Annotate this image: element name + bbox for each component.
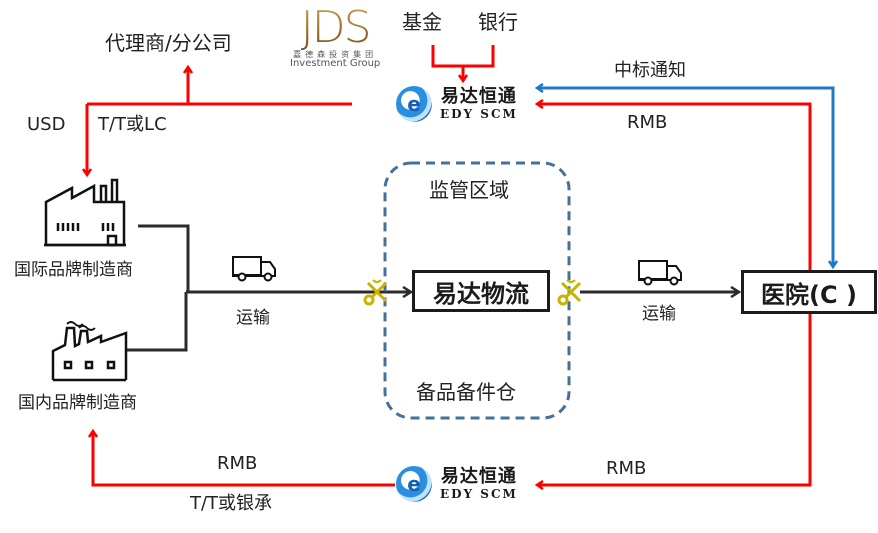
customs-emblem-icon — [363, 279, 388, 306]
warehouse-label: 备品备件仓 — [416, 380, 516, 404]
rmb-top-label: RMB — [627, 112, 668, 133]
intl-goods-line — [138, 224, 190, 292]
rmb-bottom-right-label: RMB — [606, 458, 647, 479]
edy-logo-cn: 易达恒通 — [440, 466, 517, 487]
rmb-top-line — [538, 104, 812, 270]
factory-smoke-icon — [51, 321, 128, 382]
hospital-node: 医院(C ) — [741, 270, 877, 314]
factory-icon — [44, 178, 126, 247]
domestic-manufacturer-label: 国内品牌制造商 — [18, 393, 137, 413]
edy-logo-en: EDY SCM — [440, 487, 518, 501]
agent-label: 代理商/分公司 — [105, 31, 232, 55]
rmb-bottom-right-line — [538, 312, 812, 485]
edy-logistics-node: 易达物流 — [412, 270, 550, 312]
jds-logo: JDS 嘉德森投资集团 Investment Group — [290, 6, 380, 69]
transport-left-label: 运输 — [236, 308, 270, 328]
fund-label: 基金 — [402, 10, 442, 34]
edy-logo-en: EDY SCM — [440, 107, 518, 121]
rmb-bottom-left-line — [93, 432, 395, 487]
edy-logo-bottom: e 易达恒通 EDY SCM — [396, 466, 518, 502]
bonded-zone-title: 监管区域 — [429, 178, 509, 202]
bank-label: 银行 — [478, 10, 518, 34]
intl-manufacturer-label: 国际品牌制造商 — [14, 260, 133, 280]
usd-label: USD — [27, 114, 66, 135]
jds-logo-sub-en: Investment Group — [290, 58, 381, 69]
e-logo-icon: e — [396, 466, 432, 502]
rmb-bottom-left-label: RMB — [217, 453, 258, 474]
e-logo-icon: e — [396, 86, 432, 122]
fund-bank-bracket — [431, 45, 495, 68]
truck-icon — [638, 260, 682, 286]
transport-right-label: 运输 — [642, 304, 676, 324]
edy-logo-cn: 易达恒通 — [440, 86, 517, 107]
bid-notice-line — [538, 88, 835, 265]
bid-notice-label: 中标通知 — [614, 60, 686, 81]
customs-emblem-icon — [557, 279, 582, 306]
edy-logo-top: e 易达恒通 EDY SCM — [396, 86, 518, 122]
domestic-goods-line — [127, 292, 188, 352]
truck-icon — [232, 256, 276, 282]
jds-logo-mark: JDS — [300, 2, 372, 53]
payment-tt-lc-label: T/T或LC — [98, 114, 167, 135]
payment-tt-acceptance-label: T/T或银承 — [190, 493, 273, 514]
jds-logo-sub-cn: 嘉德森投资集团 — [293, 50, 378, 59]
